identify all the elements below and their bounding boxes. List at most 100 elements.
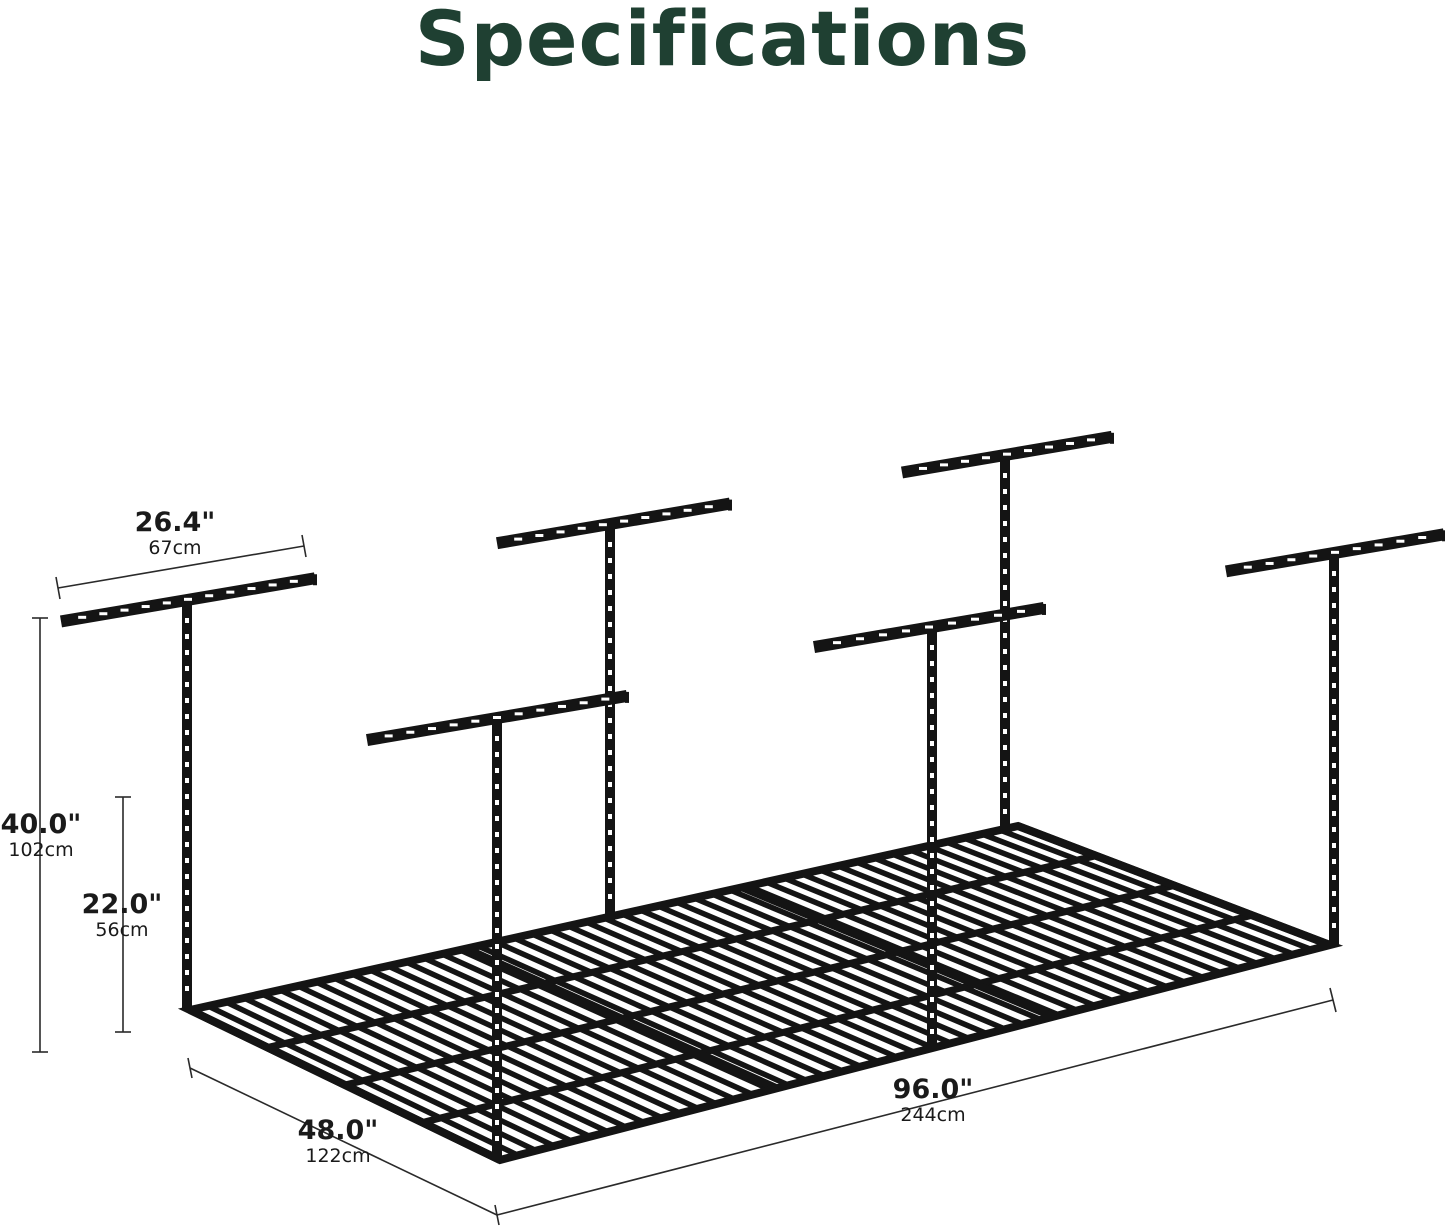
post-hole bbox=[185, 954, 189, 959]
bracket-slot bbox=[1374, 543, 1383, 547]
bracket-slot bbox=[141, 605, 150, 609]
bracket-slot bbox=[184, 597, 192, 601]
post-hole bbox=[1003, 585, 1007, 590]
post-hole bbox=[185, 618, 189, 623]
bracket-slot bbox=[558, 704, 566, 708]
post-hole bbox=[930, 949, 934, 954]
post-hole bbox=[930, 661, 934, 666]
post-hole bbox=[930, 805, 934, 810]
post-hole bbox=[185, 890, 189, 895]
bracket-slot bbox=[620, 519, 629, 523]
bracket-slot bbox=[683, 508, 692, 512]
bracket-slot bbox=[226, 590, 235, 594]
post-hole bbox=[608, 894, 612, 899]
post-hole bbox=[1003, 665, 1007, 670]
post-hole bbox=[930, 917, 934, 922]
post-hole bbox=[495, 1040, 499, 1045]
post-hole bbox=[1332, 731, 1336, 736]
post-hole bbox=[495, 1072, 499, 1077]
post-hole bbox=[495, 1136, 499, 1141]
post-hole bbox=[1003, 809, 1007, 814]
post-hole bbox=[495, 1088, 499, 1093]
bracket-slot bbox=[1352, 547, 1361, 551]
bracket-slot bbox=[1287, 558, 1296, 562]
post-hole bbox=[1332, 891, 1336, 896]
post-hole bbox=[495, 1056, 499, 1061]
bracket-slot bbox=[856, 637, 864, 641]
bracket-slot bbox=[1045, 445, 1053, 449]
post-hole bbox=[1332, 795, 1336, 800]
min-height-metric: 56cm bbox=[95, 919, 149, 941]
post-hole bbox=[185, 986, 189, 991]
post-hole bbox=[608, 734, 612, 739]
length-label: 96.0" 244cm bbox=[886, 1076, 980, 1125]
post-hole bbox=[1332, 859, 1336, 864]
post-hole bbox=[1003, 649, 1007, 654]
bracket-slot bbox=[99, 612, 108, 616]
post-hole bbox=[1332, 923, 1336, 928]
post-hole bbox=[608, 878, 612, 883]
post-hole bbox=[608, 622, 612, 627]
bracket-slot bbox=[1331, 550, 1339, 554]
post-hole bbox=[495, 1120, 499, 1125]
post-hole bbox=[608, 574, 612, 579]
post-hole bbox=[930, 1029, 934, 1034]
bracket-slot bbox=[493, 716, 501, 719]
bracket-slot bbox=[406, 730, 415, 734]
bracket-slot bbox=[833, 641, 841, 645]
min-height-label: 22.0" 56cm bbox=[78, 891, 166, 940]
bracket-slot bbox=[919, 466, 927, 470]
post-hole bbox=[185, 810, 189, 815]
post-hole bbox=[1332, 651, 1336, 656]
post-hole bbox=[495, 800, 499, 805]
post-hole bbox=[930, 837, 934, 842]
bracket-slot bbox=[971, 617, 979, 621]
post-hole bbox=[1332, 779, 1336, 784]
deck-crossbeam bbox=[740, 883, 1055, 1021]
post-back-right bbox=[900, 430, 1114, 830]
post-hole bbox=[495, 1104, 499, 1109]
post-hole bbox=[495, 896, 499, 901]
post-hole bbox=[185, 970, 189, 975]
bracket-slot bbox=[289, 579, 298, 583]
bracket-slot bbox=[514, 537, 523, 541]
post-hole bbox=[608, 814, 612, 819]
post-hole bbox=[608, 590, 612, 595]
post-hole bbox=[185, 842, 189, 847]
bracket-slot bbox=[940, 463, 948, 467]
post-hole bbox=[1332, 907, 1336, 912]
bracket-slot bbox=[1396, 539, 1405, 543]
post-hole bbox=[608, 718, 612, 723]
post-hole bbox=[495, 848, 499, 853]
bracket-slot bbox=[78, 615, 87, 619]
post-hole bbox=[1332, 875, 1336, 880]
post-hole bbox=[608, 654, 612, 659]
bracket-slot bbox=[1087, 438, 1095, 442]
post-hole bbox=[185, 714, 189, 719]
post-hole bbox=[1003, 777, 1007, 782]
post-hole bbox=[495, 832, 499, 837]
post-hole bbox=[930, 725, 934, 730]
post-hole bbox=[930, 1013, 934, 1018]
post-hole bbox=[495, 992, 499, 997]
bracket-slot bbox=[577, 526, 586, 530]
post-hole bbox=[930, 965, 934, 970]
bracket-slot bbox=[902, 629, 910, 633]
post-hole bbox=[495, 944, 499, 949]
post-hole bbox=[608, 782, 612, 787]
length-imperial: 96.0" bbox=[892, 1074, 974, 1105]
post-hole bbox=[930, 709, 934, 714]
post-hole bbox=[1332, 667, 1336, 672]
post-hole bbox=[930, 645, 934, 650]
bracket-width-imperial: 26.4" bbox=[134, 507, 216, 538]
bracket-slot bbox=[704, 505, 713, 509]
post-hole bbox=[1003, 537, 1007, 542]
bracket-slot bbox=[428, 727, 436, 731]
depth-imperial: 48.0" bbox=[297, 1115, 379, 1146]
post-hole bbox=[1332, 715, 1336, 720]
post-hole bbox=[185, 650, 189, 655]
bracket-slot bbox=[247, 587, 256, 591]
bracket-slot bbox=[925, 625, 933, 629]
post-hole bbox=[1332, 827, 1336, 832]
post-hole bbox=[1003, 633, 1007, 638]
